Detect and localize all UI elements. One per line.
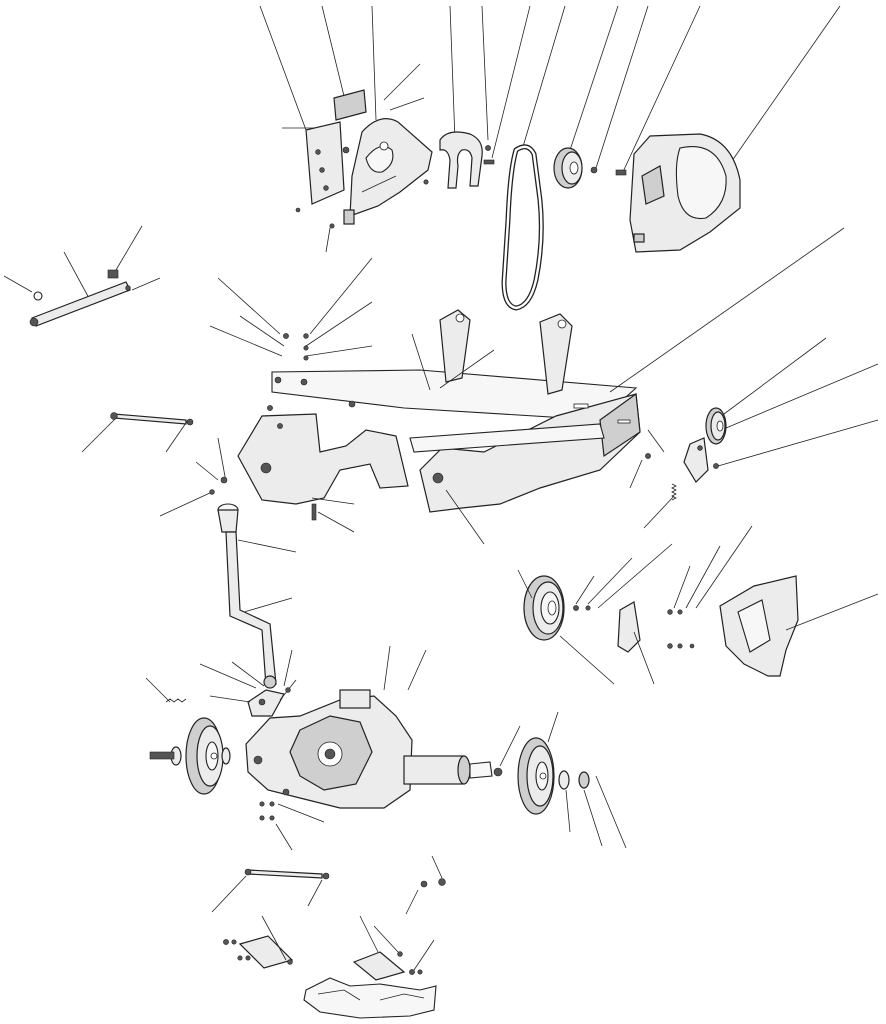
skid-plate <box>223 915 437 1019</box>
lower-rod <box>211 868 330 913</box>
engine-cover <box>629 133 741 253</box>
side-axle-rod <box>3 225 161 327</box>
upper-bracket <box>325 118 433 253</box>
left-wheel-hub <box>149 717 231 795</box>
guard-bracket <box>439 131 495 189</box>
right-wheel-hub <box>517 711 627 849</box>
pulley-guard <box>617 525 753 685</box>
idler-pulley <box>705 337 879 467</box>
leader-lines-top <box>259 5 841 179</box>
belt-cover <box>719 575 879 677</box>
tension-spring <box>671 483 677 501</box>
panel-plate <box>295 89 367 213</box>
frame-through-bolt <box>110 412 317 521</box>
lower-pulley <box>517 543 673 685</box>
main-frame <box>237 227 845 513</box>
leader-lines-frame <box>81 257 675 545</box>
lower-fasteners <box>259 801 446 915</box>
transmission <box>145 645 521 809</box>
drive-pulley <box>553 147 627 189</box>
drive-belt <box>501 144 544 311</box>
handle-shaft <box>217 503 297 689</box>
idler-arm <box>645 437 719 483</box>
